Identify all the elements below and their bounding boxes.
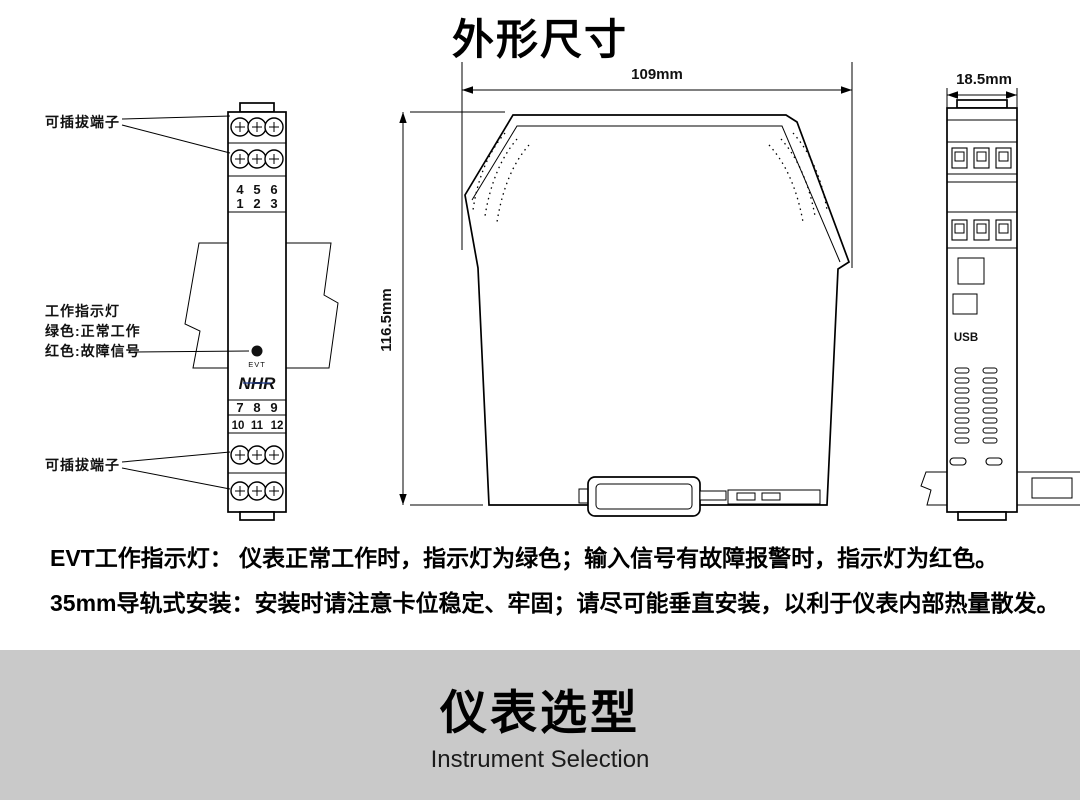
end-view: 18.5mm <box>920 71 1080 521</box>
terminal-number: 8 <box>253 400 260 415</box>
housing-end <box>946 99 1018 521</box>
vent-slots <box>954 367 998 444</box>
evt-label: EVT <box>248 360 266 369</box>
bottom-terminal-numbers: 7 8 9 10 11 12 <box>232 400 284 432</box>
page-title: 外形尺寸 <box>451 16 628 63</box>
dimension-label-height: 116.5mm <box>378 288 395 351</box>
bottom-mounting-tab <box>239 511 275 521</box>
indicator-label-line3: 红色:故障信号 <box>45 343 141 359</box>
terminal-number: 3 <box>270 196 277 211</box>
note-evt-indicator: EVT工作指示灯： 仪表正常工作时，指示灯为绿色；输入信号有故障报警时，指示灯为… <box>50 545 999 571</box>
top-terminal-numbers: 4 5 6 1 2 3 <box>236 182 277 211</box>
section-title: 仪表选型 <box>440 686 640 739</box>
din-rail-front <box>184 242 339 369</box>
bottom-slot <box>949 457 967 466</box>
indicator-callout: 工作指示灯 绿色:正常工作 红色:故障信号 <box>45 303 250 359</box>
pluggable-terminal-label-bottom: 可插拔端子 <box>45 457 120 473</box>
notes-block: EVT工作指示灯： 仪表正常工作时，指示灯为绿色；输入信号有故障报警时，指示灯为… <box>50 544 1060 634</box>
terminal-number: 6 <box>270 182 277 197</box>
dimension-label-end-width: 18.5mm <box>956 71 1012 88</box>
clip-slider <box>957 257 985 285</box>
terminal-number: 1 <box>236 196 243 211</box>
terminal-windows <box>951 147 1012 241</box>
din-rail-end <box>920 471 1080 506</box>
width-dimension-18-5: 18.5mm <box>946 71 1018 110</box>
housing-profile <box>464 114 851 506</box>
dimension-label-width: 109mm <box>631 66 683 83</box>
vent-dots <box>472 132 828 223</box>
section-subtitle: Instrument Selection <box>430 746 650 773</box>
terminal-number: 10 <box>232 420 245 432</box>
outline-dimension-diagram: 4 5 6 1 2 3 7 8 9 10 11 12 EVT NHR <box>45 62 1080 521</box>
side-view: 109mm 116.5mm <box>378 62 853 517</box>
bus-connector <box>578 476 821 517</box>
terminal-number: 12 <box>271 420 284 432</box>
top-mounting-tab <box>239 102 275 113</box>
usb-port <box>952 293 978 315</box>
usb-label: USB <box>954 332 978 344</box>
front-view: 4 5 6 1 2 3 7 8 9 10 11 12 EVT NHR <box>45 102 339 521</box>
terminal-number: 11 <box>251 420 264 432</box>
width-dimension-109: 109mm <box>461 62 853 268</box>
pluggable-terminal-label-top: 可插拔端子 <box>45 114 120 130</box>
note-rail-mounting: 35mm导轨式安装：安装时请注意卡位稳定、牢固；请尽可能垂直安装，以利于仪表内部… <box>50 589 1060 616</box>
terminal-number: 9 <box>270 400 277 415</box>
height-dimension-116-5: 116.5mm <box>378 111 505 506</box>
bottom-slot <box>985 457 1003 466</box>
terminal-number: 7 <box>236 400 243 415</box>
terminal-number: 2 <box>253 196 260 211</box>
section-banner: 仪表选型 Instrument Selection <box>0 650 1080 800</box>
indicator-label-line1: 工作指示灯 <box>45 303 120 319</box>
terminal-number: 5 <box>253 182 260 197</box>
indicator-label-line2: 绿色:正常工作 <box>45 323 141 339</box>
terminal-number: 4 <box>236 182 244 197</box>
evt-led-indicator <box>251 345 263 357</box>
